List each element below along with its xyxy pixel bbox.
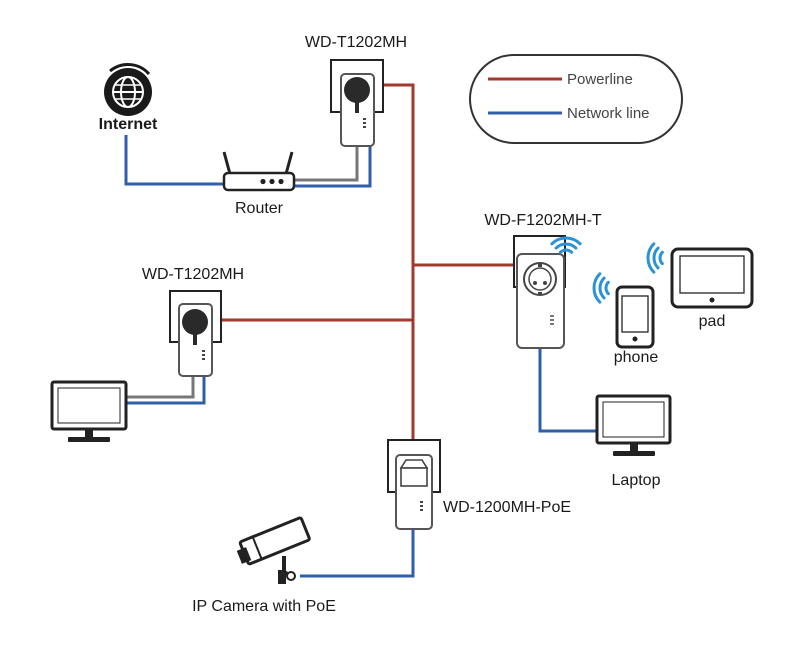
router-label: Router xyxy=(235,200,284,217)
router-node: Router xyxy=(222,151,296,217)
camera-icon xyxy=(236,516,311,584)
network-internet-router xyxy=(124,135,226,186)
powerline-poe-adapter-icon xyxy=(387,439,441,530)
network-left-adapter-pc xyxy=(127,372,206,405)
patch-cable-router xyxy=(294,143,359,182)
pc-node xyxy=(50,380,128,442)
adapter-left-label: WD-T1202MH xyxy=(142,266,244,283)
legend-powerline-label: Powerline xyxy=(567,71,633,88)
monitor-icon xyxy=(595,394,672,456)
camera-node: IP Camera with PoE xyxy=(192,516,336,615)
adapter-poe-label: WD-1200MH-PoE xyxy=(443,499,571,516)
phone-node: phone xyxy=(592,272,659,366)
camera-label: IP Camera with PoE xyxy=(192,598,336,615)
powerline-adapter-icon xyxy=(330,59,384,147)
laptop-node: Laptop xyxy=(595,394,672,489)
powerline-adapter-icon xyxy=(169,290,222,377)
legend-box xyxy=(469,54,683,144)
legend: Powerline Network line xyxy=(469,54,683,144)
powerline-main-trunk xyxy=(383,83,415,440)
phone-label: phone xyxy=(614,349,659,366)
tablet-icon xyxy=(670,247,754,309)
adapter-poe-node: WD-1200MH-PoE xyxy=(387,439,571,530)
network-links xyxy=(124,135,598,578)
monitor-icon xyxy=(50,380,128,442)
router-icon xyxy=(222,151,296,192)
wifi-icon xyxy=(646,242,664,274)
adapter-wifi-label: WD-F1202MH-T xyxy=(484,212,602,229)
patch-cable-left xyxy=(127,372,195,399)
phone-icon xyxy=(615,285,655,349)
pad-label: pad xyxy=(699,313,726,330)
network-wifi-adapter-laptop xyxy=(538,348,598,433)
adapter-top-label: WD-T1202MH xyxy=(305,34,407,51)
network-poe-adapter-camera xyxy=(300,528,415,578)
legend-network-label: Network line xyxy=(567,105,650,122)
patch-cables xyxy=(127,143,359,399)
wifi-icon xyxy=(592,272,610,304)
adapter-left-node: WD-T1202MH xyxy=(142,266,244,377)
network-router-adapter-top xyxy=(294,143,372,188)
powerline-wifi-adapter-icon xyxy=(513,235,566,349)
laptop-label: Laptop xyxy=(612,472,661,489)
pad-node: pad xyxy=(646,242,754,330)
powerline-links xyxy=(215,83,514,440)
wifi-icon xyxy=(550,236,582,254)
globe-icon xyxy=(104,63,152,116)
adapter-top-node: WD-T1202MH xyxy=(305,34,407,147)
internet-label: Internet xyxy=(99,116,158,133)
adapter-wifi-node: WD-F1202MH-T xyxy=(484,212,602,349)
internet-node: Internet xyxy=(99,63,158,133)
